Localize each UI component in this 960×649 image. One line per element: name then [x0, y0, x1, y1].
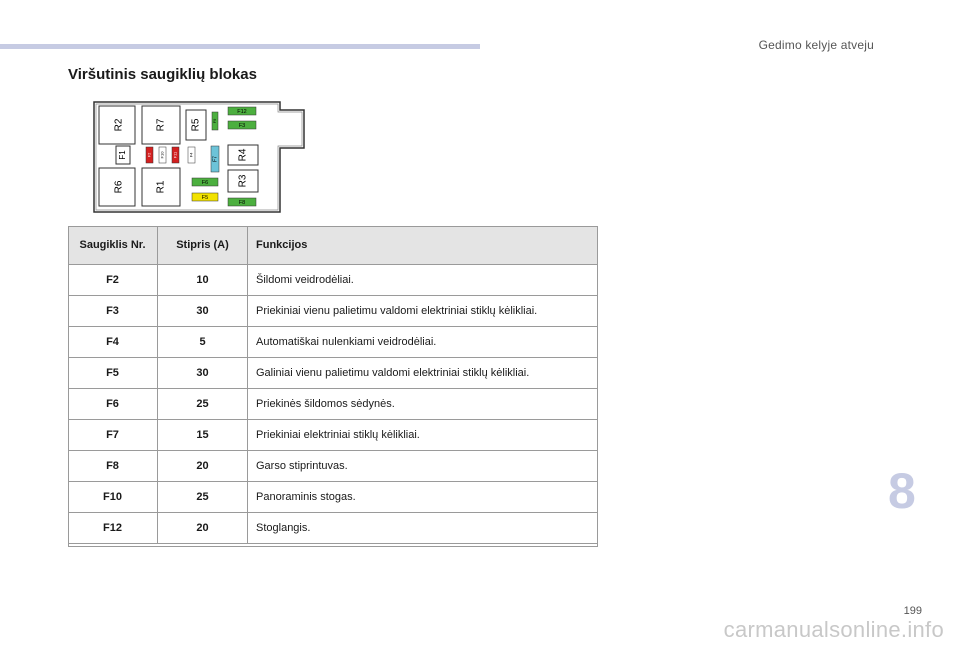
relay-r4-label: R4	[238, 148, 249, 161]
function-cell: Priekiniai elektriniai stiklų kėlikliai.	[247, 419, 598, 451]
relay-r5-label: R5	[191, 118, 202, 131]
fuse-cell: F8	[68, 450, 158, 482]
fuse-cell: F3	[68, 295, 158, 327]
fuse-f2	[145, 146, 154, 164]
fuse-f3-label: F3	[239, 123, 245, 129]
fuse-cell: F2	[68, 264, 158, 296]
section-heading: Viršutinis saugiklių blokas	[68, 66, 257, 83]
amps-cell: 20	[157, 450, 248, 482]
fuse-box-diagram: R2 R7 R5 R4 R6 R1 R3 F1 F2 F10 F11 F4 F9…	[93, 101, 305, 213]
amps-cell: 20	[157, 512, 248, 544]
amps-cell: 30	[157, 295, 248, 327]
header-accent-bar	[0, 44, 480, 49]
fuse-cell: F12	[68, 512, 158, 544]
fuse-f9-label: F9	[212, 118, 217, 123]
relay-r2	[98, 105, 136, 145]
amps-cell: 5	[157, 326, 248, 358]
fuse-f3	[227, 120, 257, 130]
fuse-f12-label: F12	[237, 109, 246, 115]
relay-r6	[98, 167, 136, 207]
fuse-cell: F7	[68, 419, 158, 451]
amps-cell: 30	[157, 357, 248, 389]
fuse-f11-label: F11	[173, 151, 178, 158]
watermark: carmanualsonline.info	[723, 617, 944, 642]
fuse-f9	[211, 111, 219, 131]
function-cell: Priekinės šildomos sėdynės.	[247, 388, 598, 420]
function-cell: Stoglangis.	[247, 512, 598, 544]
amps-cell: 10	[157, 264, 248, 296]
fuse-cell: F6	[68, 388, 158, 420]
page-number: 199	[903, 605, 922, 617]
fuse-cell: F5	[68, 357, 158, 389]
function-cell: Garso stiprintuvas.	[247, 450, 598, 482]
chapter-number: 8	[888, 463, 916, 519]
fuse-f11	[171, 146, 180, 164]
relay-r6-label: R6	[114, 180, 125, 193]
fuse-f1	[115, 145, 131, 165]
relay-r7-label: R7	[156, 118, 167, 131]
fuse-f2-label: F2	[147, 152, 152, 157]
relay-r1	[141, 167, 181, 207]
fuse-f5	[191, 192, 219, 202]
relay-r3	[227, 169, 259, 193]
fuse-f4-label: F4	[189, 152, 194, 157]
relay-r3-label: R3	[238, 174, 249, 187]
amps-cell: 25	[157, 481, 248, 513]
header-functions: Funkcijos	[247, 226, 598, 265]
fuse-cell: F4	[68, 326, 158, 358]
fuse-f4	[187, 146, 196, 164]
fuse-f8	[227, 197, 257, 207]
chapter-title: Gedimo kelyje atveju	[758, 38, 874, 52]
fuse-f10	[158, 146, 167, 164]
amps-cell: 25	[157, 388, 248, 420]
fuse-f5-label: F5	[202, 195, 208, 201]
function-cell: Šildomi veidrodėliai.	[247, 264, 598, 296]
fuse-f6	[191, 177, 219, 187]
amps-cell: 15	[157, 419, 248, 451]
relay-r4	[227, 144, 259, 166]
fuse-f12	[227, 106, 257, 116]
fuse-f7-label: F7	[212, 156, 218, 162]
fuse-f6-label: F6	[202, 180, 208, 186]
relay-r7	[141, 105, 181, 145]
function-cell: Automatiškai nulenkiami veidrodėliai.	[247, 326, 598, 358]
function-cell: Priekiniai vienu palietimu valdomi elekt…	[247, 295, 598, 327]
header-fuse-no: Saugiklis Nr.	[68, 226, 158, 265]
relay-r2-label: R2	[114, 118, 125, 131]
header-rating: Stipris (A)	[157, 226, 248, 265]
fuse-f1-label: F1	[118, 150, 127, 160]
fuse-f7	[210, 145, 220, 173]
relay-r5	[185, 109, 207, 141]
relay-r1-label: R1	[156, 180, 167, 193]
table-header-row: Saugiklis Nr. Stipris (A) Funkcijos	[68, 226, 598, 265]
fuse-cell: F10	[68, 481, 158, 513]
function-cell: Galiniai vienu palietimu valdomi elektri…	[247, 357, 598, 389]
fuse-f10-label: F10	[160, 151, 165, 159]
function-cell: Panoraminis stogas.	[247, 481, 598, 513]
fuse-f8-label: F8	[239, 200, 245, 206]
